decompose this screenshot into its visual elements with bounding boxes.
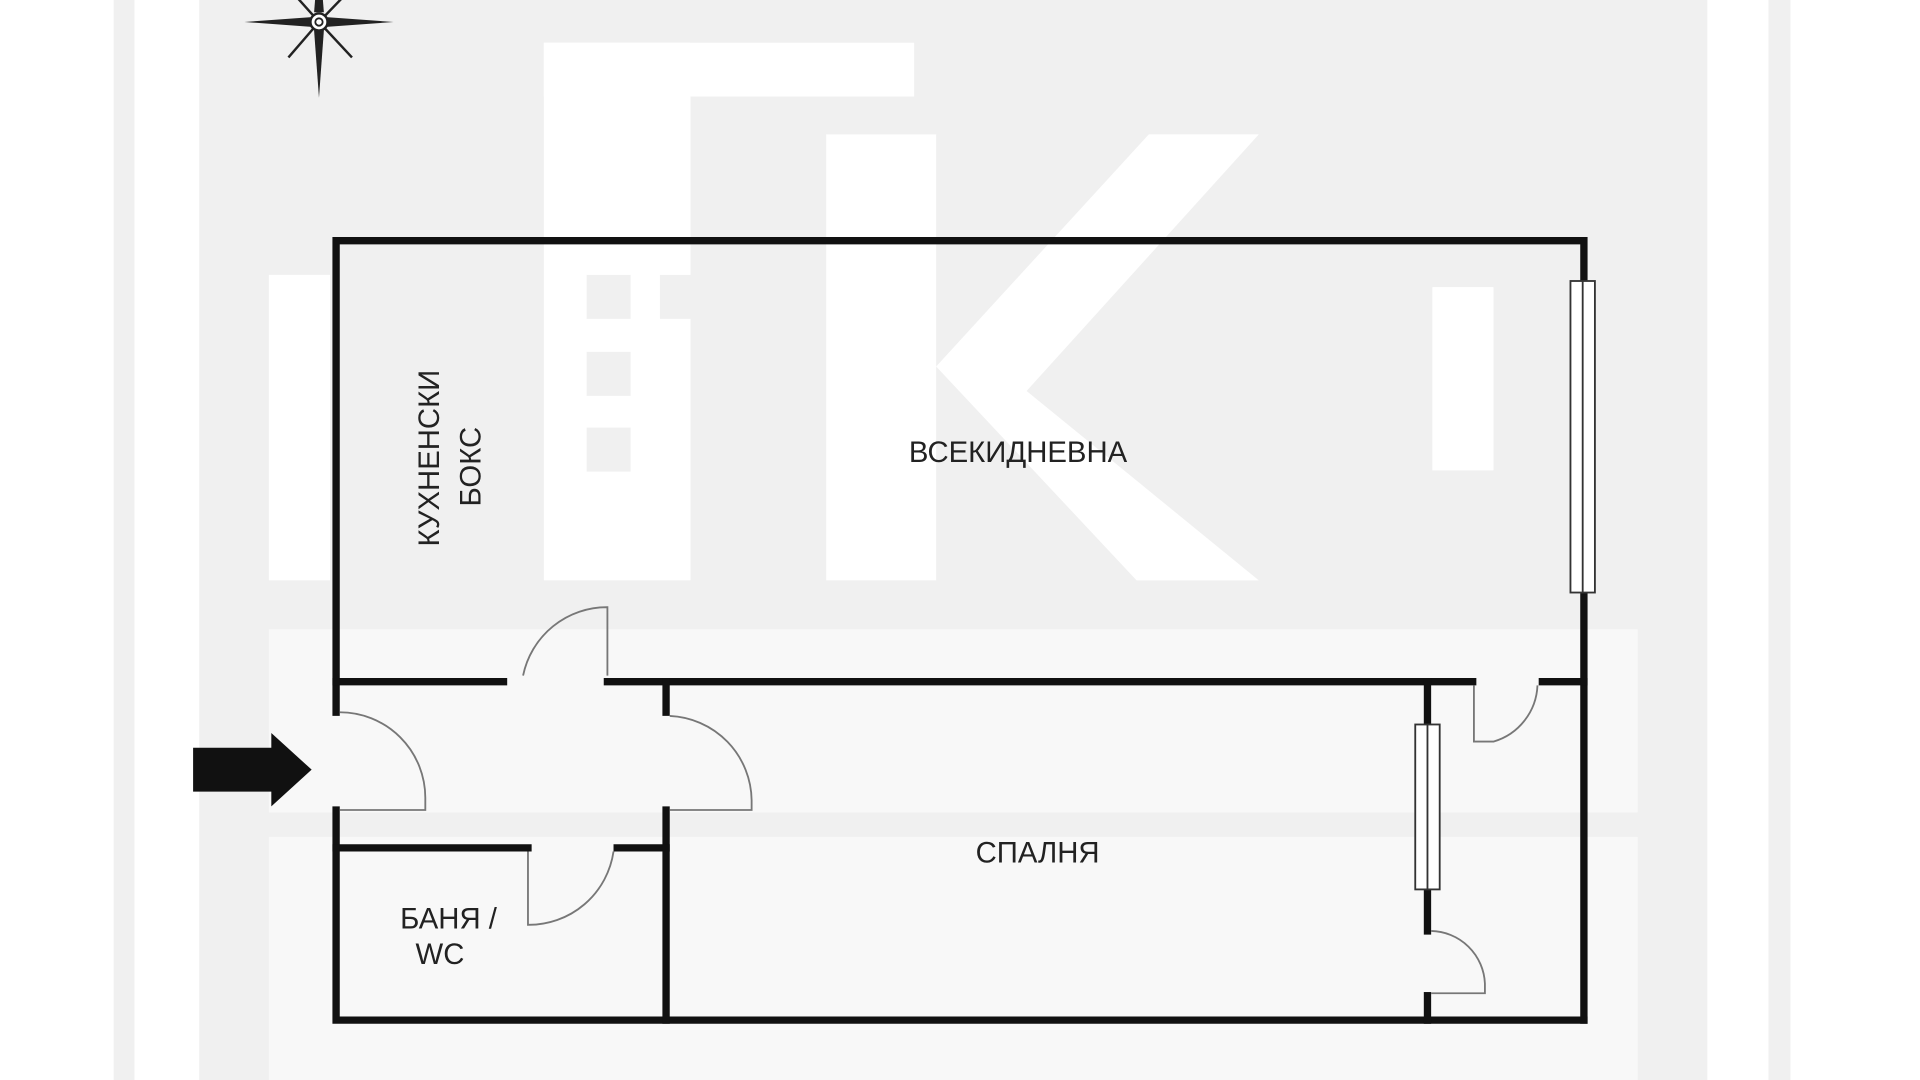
room-label-bath-1: БАНЯ / [400,903,498,936]
room-label-living: ВСЕКИДНЕВНА [909,436,1128,469]
window-living [1569,280,1596,594]
entrance-door [339,711,427,811]
doors [339,606,1539,995]
bedroom-door [669,715,753,811]
window-bedroom [1414,723,1441,891]
walls [332,237,1588,1024]
room-label-kitchen-2: БОКС [454,427,487,507]
room-label-bedroom: СПАЛНЯ [976,837,1100,870]
watermark-logo [113,0,1791,1080]
closet-door [1472,685,1539,743]
room-label-bath-2: WC [416,938,465,971]
entrance-arrow-icon [193,733,312,807]
closet-door-2 [1431,930,1486,995]
living-door [522,606,609,676]
bath-door [527,851,615,926]
compass-icon [244,0,394,98]
room-label-kitchen-1: КУХНЕНСКИ [413,370,446,547]
